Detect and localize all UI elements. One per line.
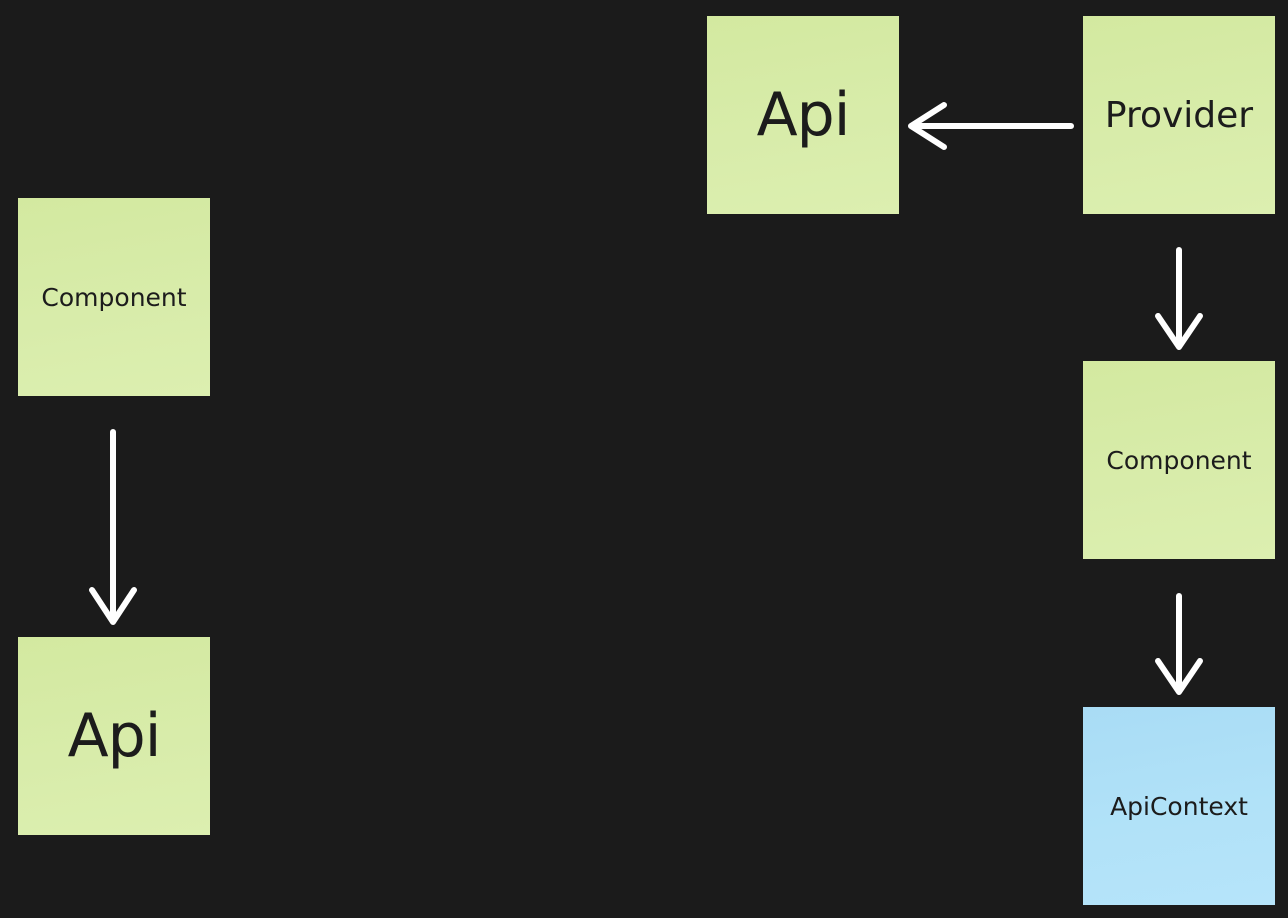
sticky-label: ApiContext [1110,791,1248,821]
sticky-api-context[interactable]: ApiContext [1083,707,1275,905]
arrow-component-to-apicontext[interactable] [1155,593,1203,695]
sticky-label: Api [756,80,851,150]
sticky-right-component[interactable]: Component [1083,361,1275,559]
sticky-provider[interactable]: Provider [1083,16,1275,214]
sticky-label: Component [41,282,187,312]
sticky-top-api[interactable]: Api [707,16,899,214]
arrow-provider-to-api[interactable] [908,102,1074,150]
sticky-label: Api [67,701,162,771]
arrow-provider-to-component[interactable] [1155,247,1203,350]
sticky-left-component[interactable]: Component [18,198,210,396]
sticky-label: Component [1106,445,1252,475]
sticky-label: Provider [1104,94,1254,136]
arrow-left-component-to-api[interactable] [89,429,137,625]
sticky-left-api[interactable]: Api [18,637,210,835]
